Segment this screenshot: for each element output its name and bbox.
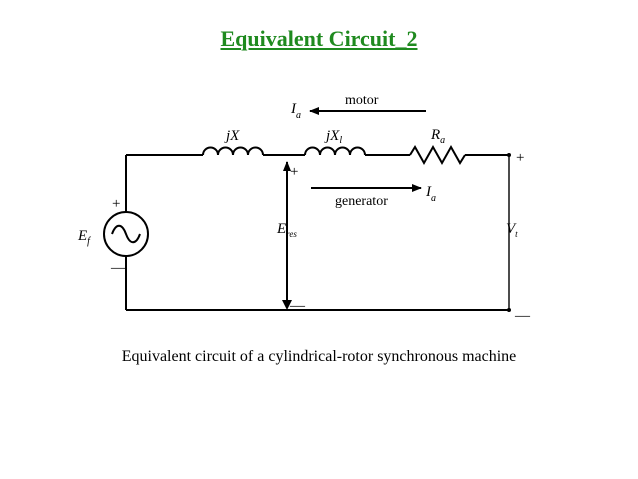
sine-icon	[111, 224, 141, 244]
resistor-ra	[409, 144, 466, 166]
label-ef: Ef	[77, 228, 91, 247]
label-ra: Ra	[430, 127, 445, 146]
label-vt: Vt	[506, 221, 518, 239]
label-eres: Eres	[276, 221, 297, 239]
plus-eres: +	[290, 164, 298, 180]
label-generator: generator	[335, 194, 388, 209]
minus-eres: —	[289, 298, 306, 314]
label-ia-top: Ia	[290, 101, 301, 121]
label-motor: motor	[345, 93, 379, 108]
inductor-jxl	[304, 146, 366, 156]
terminal-top-dot	[507, 153, 511, 157]
label-jxl: jXl	[324, 128, 342, 146]
minus-source: —	[110, 260, 127, 276]
eres-arrow-tail	[282, 300, 292, 310]
label-ia-bottom: Ia	[425, 184, 436, 204]
inductor-jx	[202, 146, 264, 156]
terminal-bottom-dot	[507, 308, 511, 312]
page-title: Equivalent Circuit_2	[220, 26, 418, 51]
plus-source: +	[112, 196, 120, 212]
minus-vt: —	[514, 308, 531, 324]
figure-caption: Equivalent circuit of a cylindrical-roto…	[121, 348, 517, 365]
label-jx: jX	[224, 128, 240, 144]
plus-vt: +	[516, 150, 524, 166]
